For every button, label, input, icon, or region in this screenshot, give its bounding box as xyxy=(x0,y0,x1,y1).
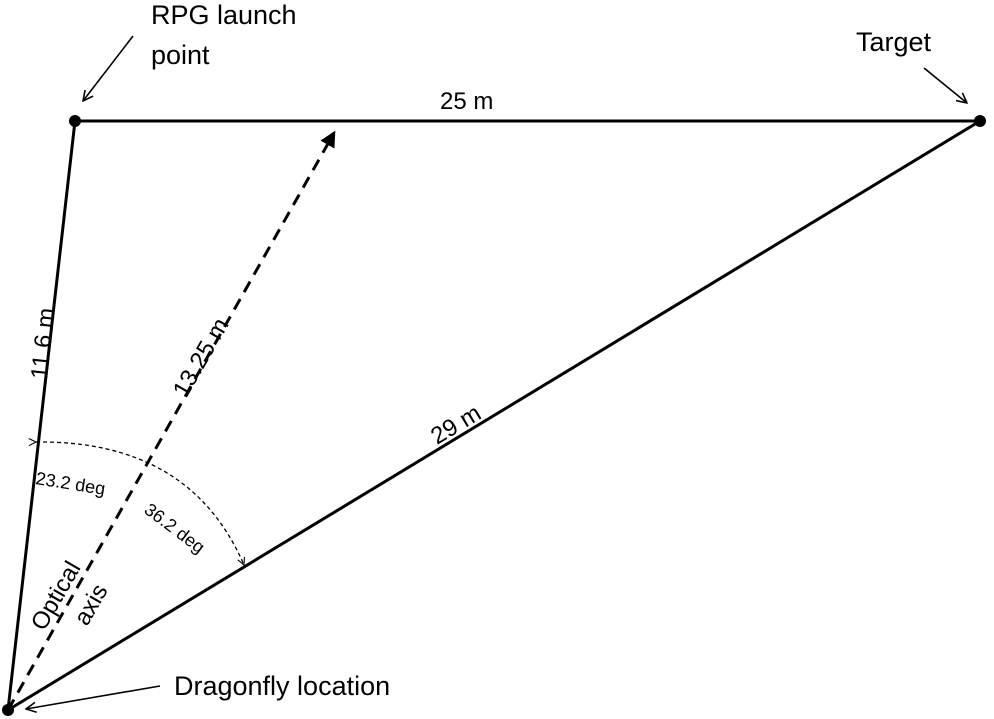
side-dragonfly-to-rpg xyxy=(6,120,77,711)
rpg-launch-label-line1: RPG launch xyxy=(151,0,297,30)
angle-arc xyxy=(36,442,244,565)
rpg-callout-arrow xyxy=(83,35,134,101)
rpg-launch-point-dot xyxy=(69,115,81,127)
target-dot xyxy=(974,115,986,127)
distance-label-dragonfly-to-rpg: 11.6 m xyxy=(26,307,60,381)
angle-label-right: 36.2 deg xyxy=(141,499,209,557)
dragonfly-location-label: Dragonfly location xyxy=(174,671,390,701)
dragonfly-callout-arrow xyxy=(26,685,161,709)
target-callout-arrow xyxy=(923,67,967,103)
side-dragonfly-to-target xyxy=(7,119,981,712)
angle-label-left: 23.2 deg xyxy=(34,468,106,499)
dragonfly-location-dot xyxy=(2,704,14,716)
distance-label-rpg-to-target: 25 m xyxy=(440,88,493,115)
distance-label-optical-axis: 13.25 m xyxy=(168,313,235,402)
optical-axis-label-line1: Optical xyxy=(26,557,87,635)
distance-label-dragonfly-to-target: 29 m xyxy=(426,400,486,451)
optical-axis-line xyxy=(6,130,336,711)
rpg-launch-label-line2: point xyxy=(151,40,210,70)
target-label: Target xyxy=(856,27,932,57)
